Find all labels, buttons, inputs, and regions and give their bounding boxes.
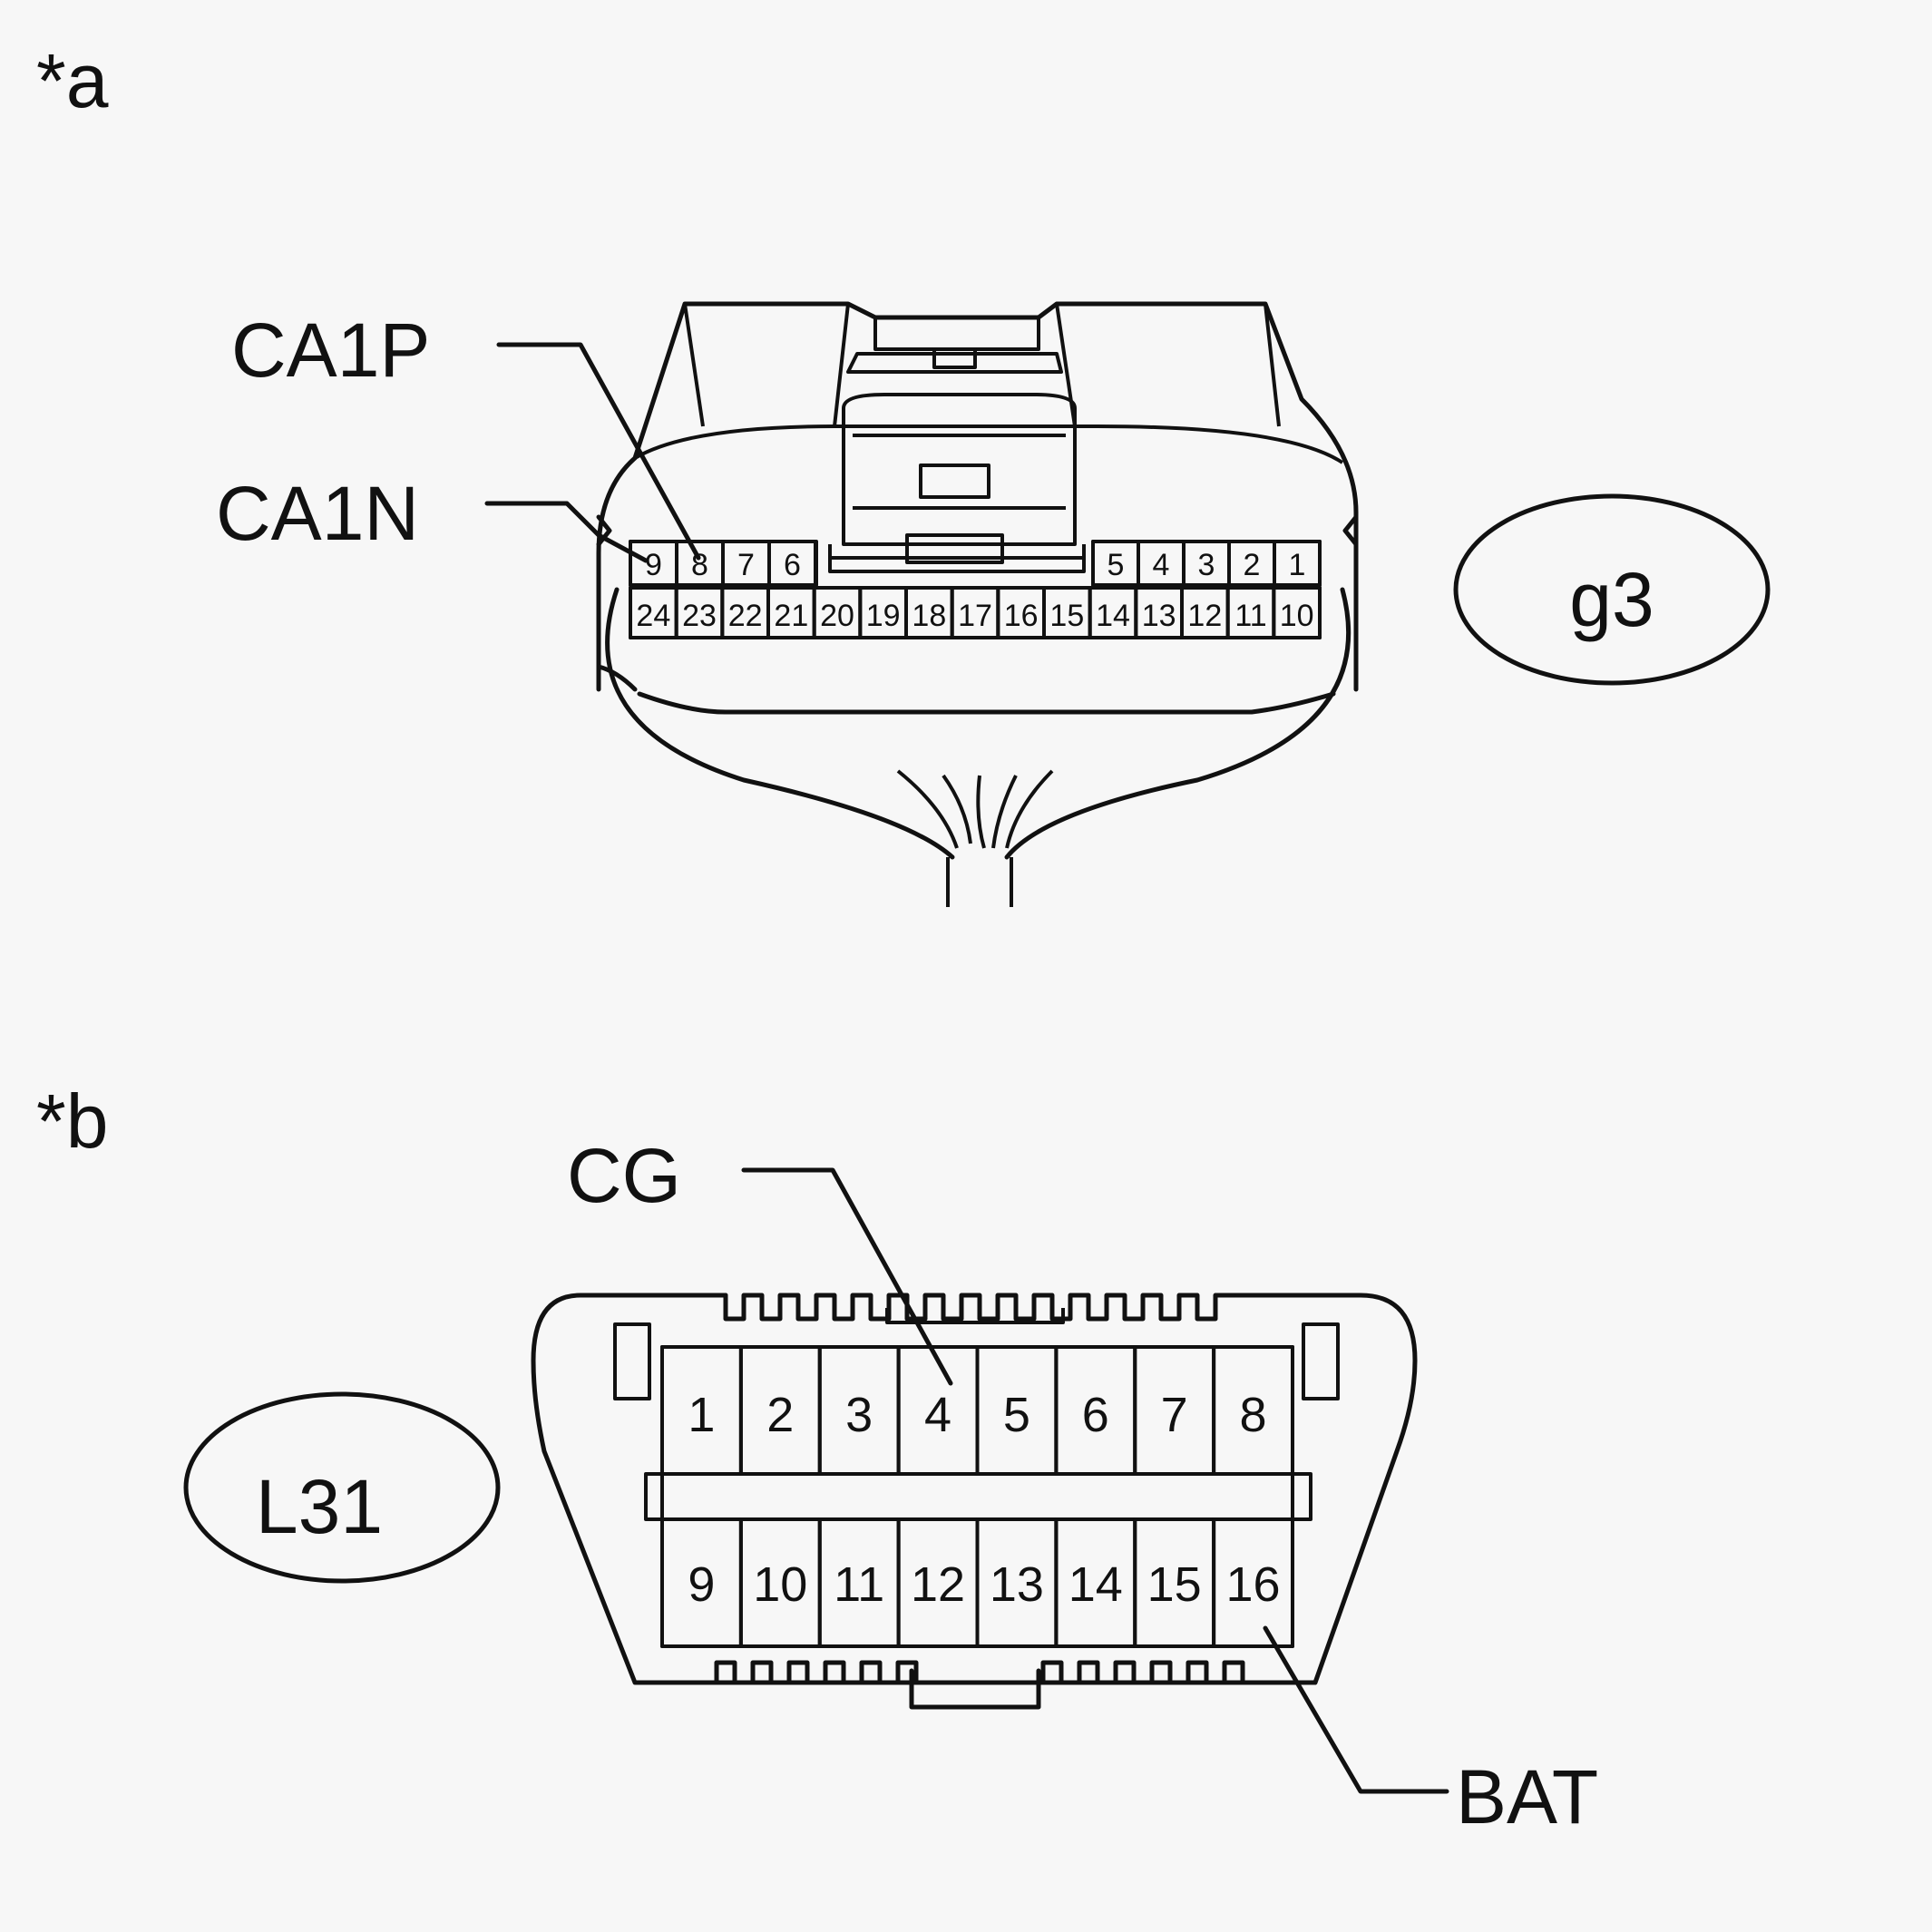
label-ca1p: CA1P	[231, 307, 430, 393]
label-cg: CG	[567, 1133, 681, 1218]
leader-ca1p	[496, 342, 701, 561]
pin-label-13: 13	[1142, 599, 1176, 633]
pin-label-22: 22	[728, 599, 763, 633]
pin-label-14: 14	[1068, 1557, 1123, 1612]
pin-label-12: 12	[911, 1557, 965, 1612]
pin-label-16: 16	[1004, 599, 1039, 633]
pin-label-20: 20	[820, 599, 854, 633]
pin-label-9: 9	[645, 548, 662, 582]
pin-label-12: 12	[1187, 599, 1222, 633]
pin-label-7: 7	[737, 548, 755, 582]
pin-label-6: 6	[784, 548, 801, 582]
pin-label-21: 21	[774, 599, 808, 633]
pin-label-4: 4	[924, 1388, 951, 1442]
pin-label-17: 17	[958, 599, 992, 633]
pin-label-9: 9	[688, 1557, 715, 1612]
pin-label-14: 14	[1096, 599, 1130, 633]
pin-label-18: 18	[912, 599, 946, 633]
pin-label-8: 8	[1240, 1388, 1267, 1442]
pin-label-11: 11	[834, 1557, 884, 1612]
pin-label-10: 10	[753, 1557, 807, 1612]
label-bat: BAT	[1456, 1754, 1598, 1839]
pin-cell	[1273, 540, 1322, 587]
pin-cell	[1212, 1517, 1294, 1648]
connector-code-ellipse-g3	[1453, 493, 1771, 686]
pin-label-10: 10	[1280, 599, 1314, 633]
connector-code-g3: g3	[1569, 557, 1654, 642]
pin-label-3: 3	[845, 1388, 873, 1442]
pin-label-19: 19	[866, 599, 901, 633]
connector-code-ellipse-l31	[183, 1391, 501, 1584]
pin-label-7: 7	[1161, 1388, 1188, 1442]
pin-cell	[1212, 1345, 1294, 1476]
leader-cg	[741, 1167, 953, 1386]
pin-label-6: 6	[1082, 1388, 1109, 1442]
pin-cell	[1272, 586, 1322, 639]
pin-label-15: 15	[1049, 599, 1084, 633]
pin-label-15: 15	[1147, 1557, 1202, 1612]
pin-label-4: 4	[1153, 548, 1170, 582]
label-ca1n: CA1N	[216, 471, 419, 556]
pin-label-5: 5	[1003, 1388, 1030, 1442]
pin-cell	[767, 540, 817, 587]
pin-label-1: 1	[1289, 548, 1306, 582]
leader-bat	[1263, 1625, 1449, 1794]
section-a-marker: *a	[36, 38, 109, 123]
pin-label-3: 3	[1198, 548, 1215, 582]
pin-label-2: 2	[1244, 548, 1261, 582]
pin-label-2: 2	[766, 1388, 794, 1442]
pin-label-23: 23	[682, 599, 717, 633]
pin-label-24: 24	[636, 599, 670, 633]
connector-code-l31: L31	[256, 1464, 383, 1549]
pin-label-5: 5	[1107, 548, 1125, 582]
section-b-marker: *b	[36, 1078, 108, 1164]
pin-label-1: 1	[688, 1388, 715, 1442]
pin-label-11: 11	[1234, 599, 1266, 633]
pin-label-16: 16	[1226, 1557, 1281, 1612]
leader-ca1n	[484, 501, 649, 563]
pin-label-13: 13	[990, 1557, 1044, 1612]
